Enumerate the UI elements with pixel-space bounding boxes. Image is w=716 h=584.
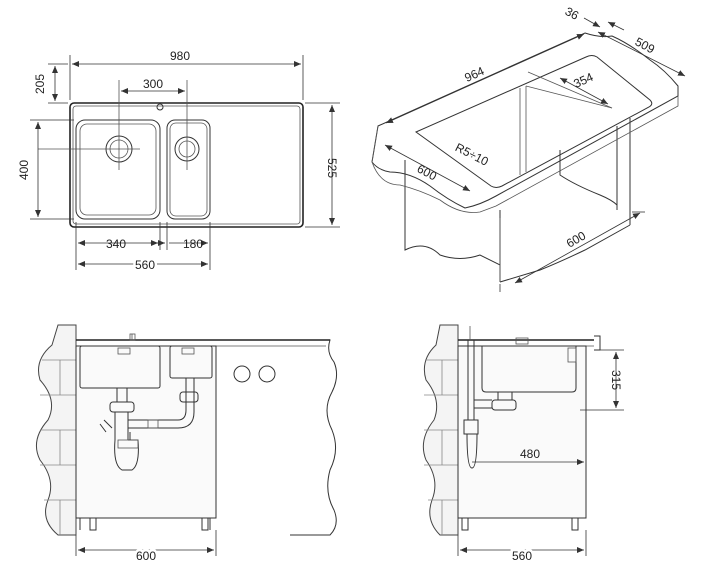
dim-side-cabinet: 560 [512,549,532,563]
dim-cut-depth: 600 [415,162,440,184]
dim-big-bowl: 340 [106,237,126,251]
side-view: 315 480 560 [422,324,624,566]
cabinet-front [75,345,217,519]
big-bowl [75,119,161,220]
knob-left [233,365,251,383]
dim-cabinet: 600 [564,228,589,250]
dim-total-depth: 525 [325,158,339,178]
top-view: 980 300 205 400 525 340 180 560 [17,49,340,275]
dim-thickness: 36 [563,4,582,23]
dim-bowls-total: 560 [135,258,155,272]
dim-bowl-height: 400 [17,160,31,180]
sink-inner-rim [72,105,301,225]
dim-drainer: 354 [571,70,595,91]
dim-bowl-depth: 315 [609,370,623,390]
side-bowl [481,346,577,393]
dim-length: 964 [462,64,486,85]
dim-top-margin: 205 [33,74,47,94]
dim-drain-offset: 480 [520,447,540,461]
cabinet-side [457,345,587,519]
tap-hole [156,103,164,111]
worktop-top [371,32,679,209]
knob-right [258,365,276,383]
dim-small-bowl: 180 [183,237,203,251]
isometric-view: 964 36 509 354 R5÷10 600 600 [371,4,686,292]
dim-depth: 509 [633,35,658,57]
front-small-bowl [169,345,213,379]
cutout-opening [414,55,653,188]
sink-outline [69,102,304,228]
front-big-bowl [79,345,161,389]
small-bowl [166,119,211,220]
big-bowl-inner [79,123,157,216]
dim-radius: R5÷10 [453,140,491,169]
worktop-front [76,339,338,536]
dim-front-cabinet: 600 [136,549,156,563]
dim-waste-spacing: 300 [143,77,163,91]
small-bowl-inner [169,122,208,217]
dim-total-width: 980 [170,49,190,63]
front-view: 600 [35,324,338,566]
